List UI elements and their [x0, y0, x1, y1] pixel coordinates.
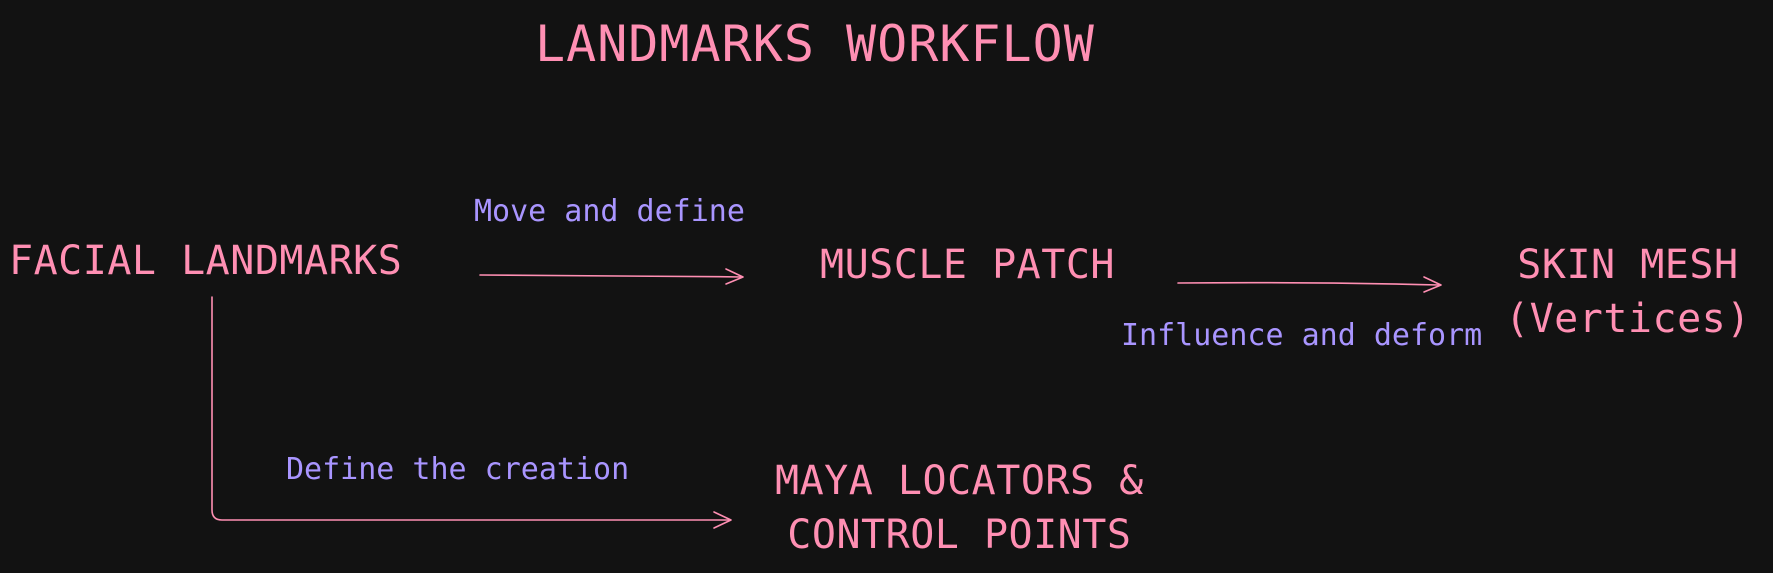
edge-label-influence-and-deform: Influence and deform	[1121, 318, 1483, 353]
node-skin-mesh: SKIN MESH (Vertices)	[1505, 238, 1751, 346]
arrowhead-muscle-to-skin	[1423, 276, 1442, 293]
arrow-landmarks-to-maya	[211, 296, 731, 521]
arrowhead-landmarks-to-muscle	[725, 268, 744, 285]
diagram-title: LANDMARKS WORKFLOW	[535, 15, 1095, 73]
node-muscle-patch: MUSCLE PATCH	[820, 242, 1115, 288]
node-maya-locators: MAYA LOCATORS & CONTROL POINTS	[775, 454, 1144, 562]
node-facial-landmarks: FACIAL LANDMARKS	[9, 238, 403, 284]
arrowhead-landmarks-to-maya	[713, 511, 732, 529]
node-skin-mesh-line2: (Vertices)	[1505, 296, 1751, 342]
edge-label-define-the-creation: Define the creation	[286, 452, 630, 487]
node-maya-locators-line1: MAYA LOCATORS &	[775, 458, 1144, 504]
arrow-muscle-to-skin	[1177, 281, 1441, 286]
node-maya-locators-line2: CONTROL POINTS	[787, 512, 1132, 558]
node-skin-mesh-line1: SKIN MESH	[1517, 242, 1739, 288]
arrow-landmarks-to-muscle	[479, 274, 743, 278]
edge-label-move-and-define: Move and define	[474, 194, 745, 229]
